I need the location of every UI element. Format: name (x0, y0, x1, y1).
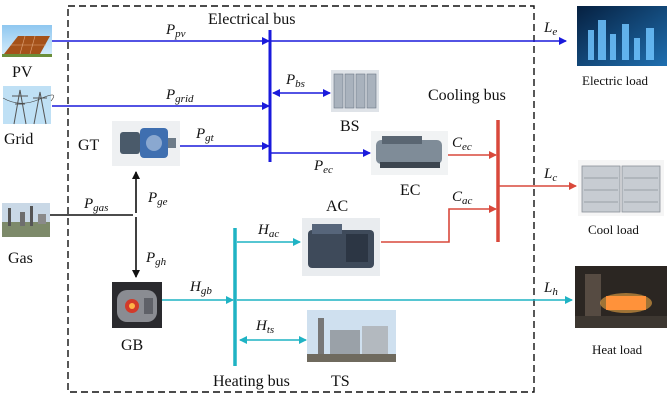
ac-to-cooling-line (381, 205, 497, 243)
cooling-network (381, 120, 577, 243)
gas-network (50, 171, 140, 278)
grid-image (2, 86, 54, 125)
gas-label: Gas (8, 250, 33, 267)
c-ec-label: Cec (452, 135, 472, 153)
cooling-bus-label: Cooling bus (428, 87, 506, 104)
heat-load-image (575, 266, 667, 328)
ac-label: AC (326, 198, 348, 215)
h-ts-label: Hts (255, 318, 274, 336)
pv-label: PV (12, 64, 33, 81)
p-ge-label: Pge (147, 190, 168, 208)
p-pv-label: Ppv (165, 22, 186, 40)
heating-network (162, 228, 573, 366)
h-gb-label: Hgb (189, 279, 212, 297)
p-gh-label: Pgh (145, 250, 167, 268)
ac-image (302, 218, 380, 276)
p-gt-label: Pgt (195, 126, 215, 144)
electrical-bus-label: Electrical bus (208, 11, 296, 28)
gb-label: GB (121, 337, 143, 354)
gt-label: GT (78, 137, 100, 154)
p-grid-label: Pgrid (165, 87, 194, 105)
electrical-network (52, 30, 567, 162)
l-c-label: Lc (543, 166, 557, 184)
system-boundary (67, 5, 535, 393)
cool-load-label: Cool load (588, 222, 639, 237)
electric-load-label: Electric load (582, 73, 649, 88)
h-ac-label: Hac (257, 222, 279, 240)
l-h-label: Lh (543, 280, 558, 298)
electric-load-image (577, 6, 667, 66)
gas-image (2, 203, 50, 237)
l-e-label: Le (543, 20, 557, 38)
p-gas-label: Pgas (83, 196, 108, 214)
p-ec-label: Pec (313, 158, 333, 176)
ts-image (307, 310, 396, 362)
heat-load-label: Heat load (592, 342, 643, 357)
c-ac-label: Cac (452, 189, 473, 207)
pv-image (2, 25, 52, 57)
ec-label: EC (400, 182, 420, 199)
heating-bus-label: Heating bus (213, 373, 290, 390)
gb-image (112, 282, 162, 328)
grid-label: Grid (4, 131, 33, 148)
cool-load-image (578, 160, 664, 216)
p-bs-label: Pbs (285, 72, 305, 90)
bs-label: BS (340, 118, 360, 135)
ec-image (371, 131, 448, 175)
bs-image (331, 70, 379, 112)
ts-label: TS (331, 373, 350, 390)
gt-image (112, 121, 180, 166)
